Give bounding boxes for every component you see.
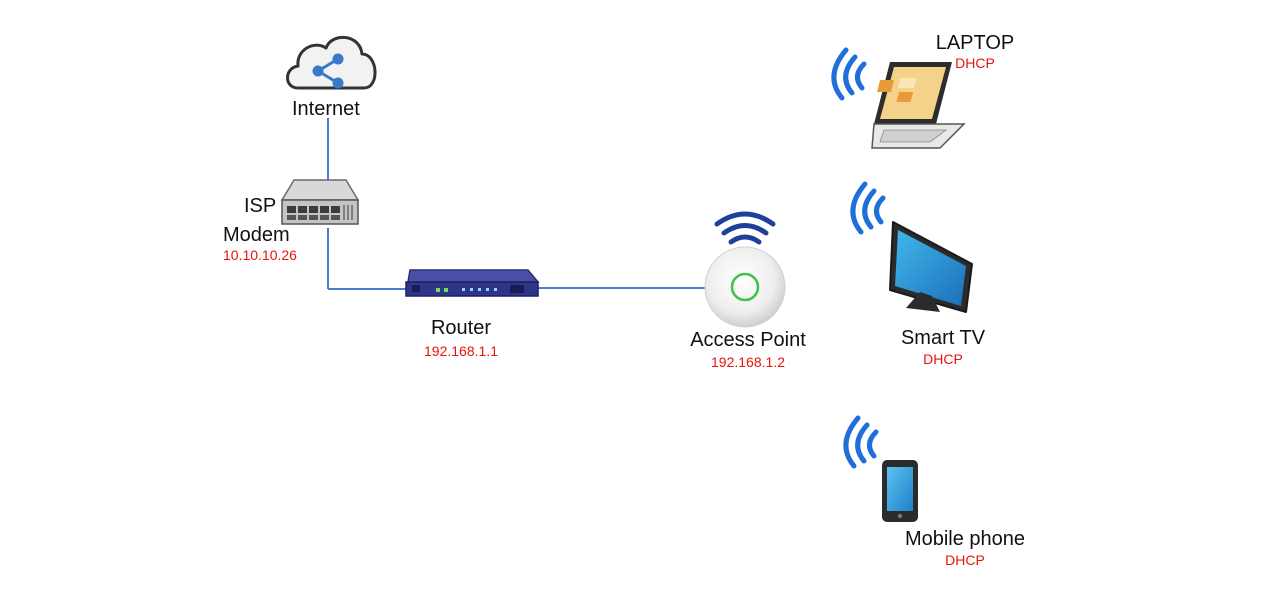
modem-label-line1: ISP	[244, 195, 277, 217]
laptop-ip: DHCP	[955, 55, 995, 71]
smart-tv-ip: DHCP	[923, 351, 963, 367]
laptop-icon	[871, 62, 966, 149]
router-ip: 192.168.1.1	[424, 343, 498, 359]
mobile-label: Mobile phone	[904, 528, 1026, 550]
internet-label: Internet	[292, 98, 360, 120]
router-icon	[405, 269, 540, 297]
router-label: Router	[430, 317, 492, 339]
laptop-label: LAPTOP	[935, 32, 1015, 54]
wifi-icon	[850, 181, 886, 235]
wifi-icon	[831, 47, 867, 101]
wifi-icon	[714, 211, 776, 245]
links	[327, 118, 710, 290]
wifi-icon	[843, 415, 879, 469]
cloud-share-icon	[286, 35, 377, 90]
mobile-ip: DHCP	[945, 552, 985, 568]
access-point-ip: 192.168.1.2	[711, 354, 785, 370]
access-point-icon	[704, 246, 786, 328]
smart-tv-label: Smart TV	[900, 327, 986, 349]
modem-ip: 10.10.10.26	[223, 247, 297, 263]
modem-icon	[280, 179, 360, 225]
access-point-label: Access Point	[690, 329, 806, 351]
tv-icon	[889, 221, 973, 313]
phone-icon	[882, 460, 918, 522]
modem-label-line2: Modem	[223, 224, 290, 246]
